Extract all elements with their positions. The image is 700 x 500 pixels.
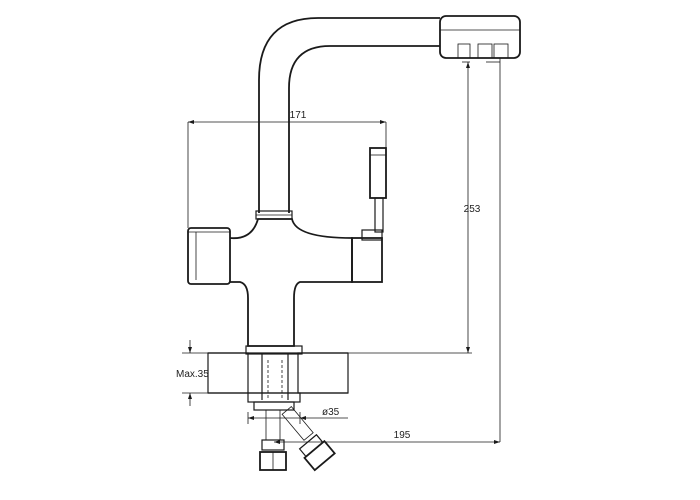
height-label: 253 bbox=[464, 204, 481, 215]
width-label: 171 bbox=[290, 110, 307, 121]
right-handle bbox=[351, 147, 387, 283]
countertop-slab bbox=[207, 352, 349, 394]
reach-label: 195 bbox=[394, 430, 411, 441]
hole-label: ø35 bbox=[322, 407, 340, 418]
thickness-label: Max.35 bbox=[176, 369, 209, 380]
dimension-width: 171 bbox=[187, 110, 387, 228]
faucet-body bbox=[229, 218, 353, 347]
mounting-shank bbox=[245, 345, 303, 411]
left-handle bbox=[187, 227, 231, 285]
supply-hoses bbox=[259, 406, 336, 472]
spout bbox=[258, 17, 440, 213]
spout-collar bbox=[255, 210, 293, 220]
dimension-reach: 195 bbox=[274, 58, 501, 444]
dimension-thickness: Max.35 bbox=[176, 340, 209, 406]
dimension-hole: ø35 bbox=[247, 407, 348, 424]
dimension-height: 253 bbox=[348, 62, 481, 354]
spout-head bbox=[439, 15, 521, 63]
